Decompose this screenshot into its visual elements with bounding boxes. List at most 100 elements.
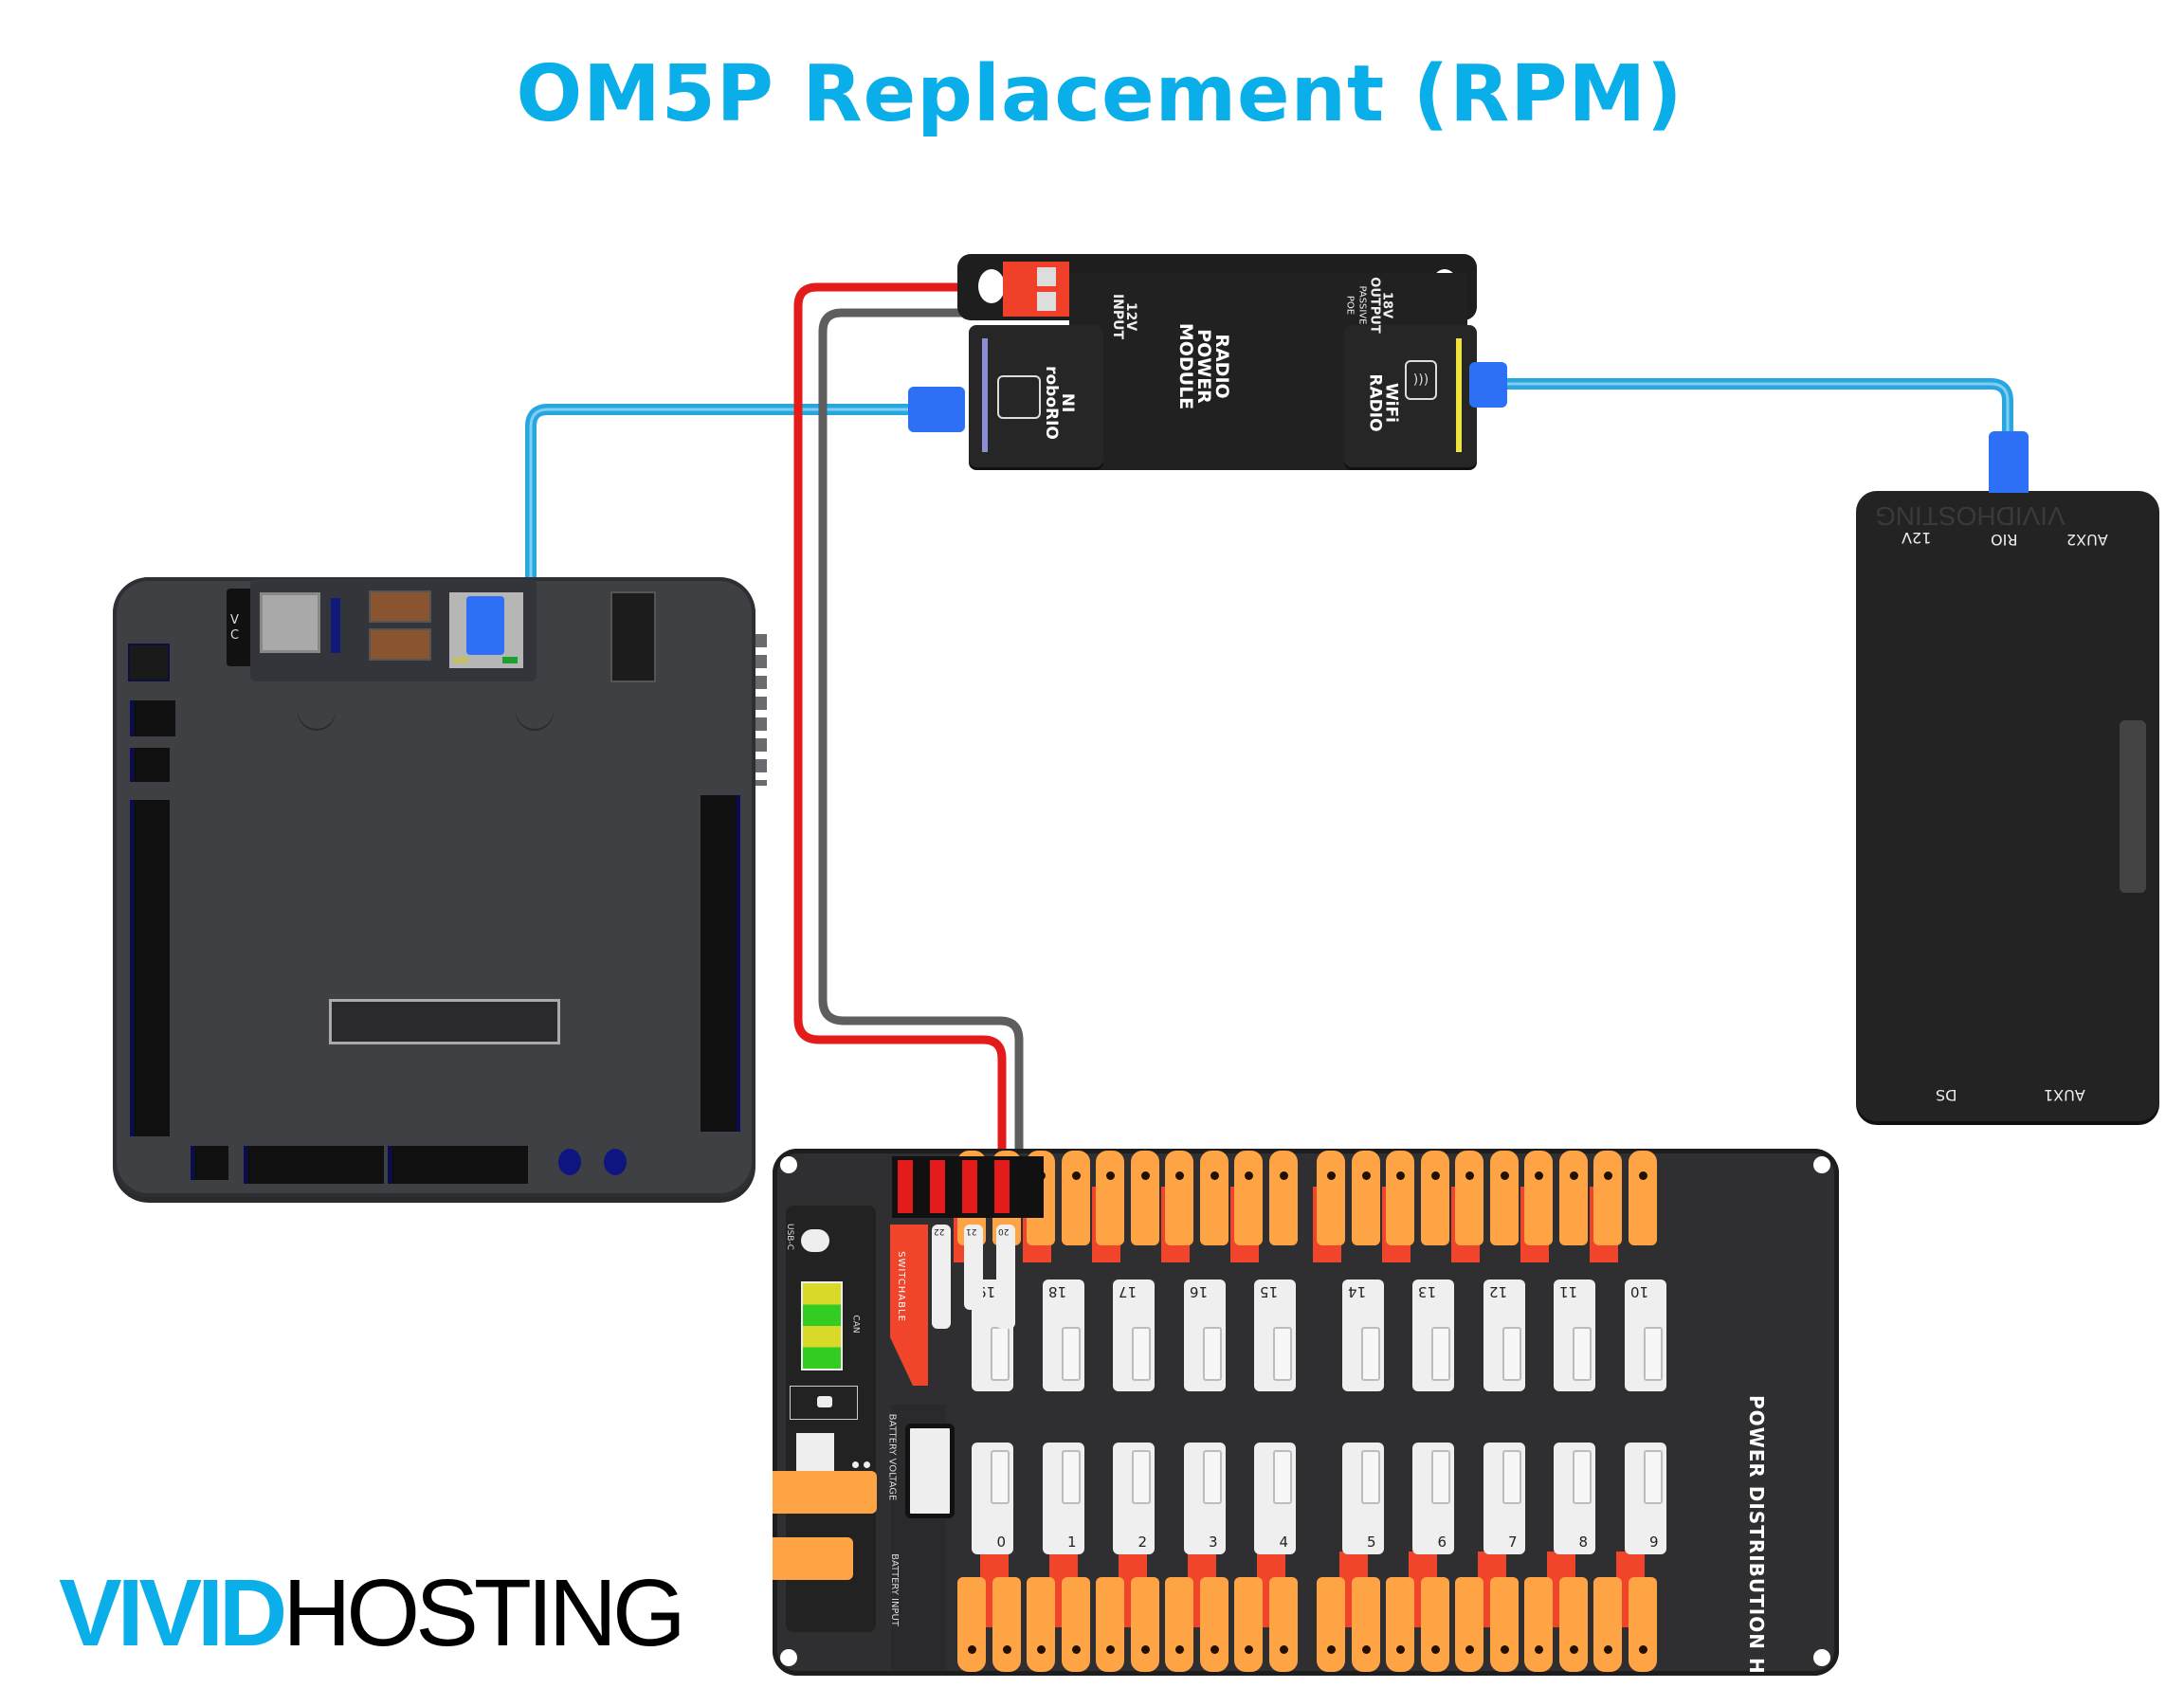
terminal-hole — [1037, 1645, 1046, 1654]
channel-label: 11 — [1559, 1283, 1578, 1300]
diagram-title: OM5P Replacement (RPM) — [516, 49, 1684, 139]
ethernet-port[interactable] — [449, 592, 523, 668]
wago-terminal[interactable] — [1386, 1577, 1414, 1672]
wago-terminal[interactable] — [1628, 1577, 1657, 1672]
wago-terminal[interactable] — [1317, 1151, 1345, 1245]
input-lever-plus[interactable] — [1037, 267, 1056, 286]
fuse-slot-12[interactable]: 12 — [1483, 1280, 1525, 1391]
radio-color-stripe — [1456, 338, 1462, 452]
wago-terminal[interactable] — [1455, 1151, 1483, 1245]
fuse-slot-21[interactable]: 21 — [964, 1225, 983, 1310]
reset-button[interactable] — [604, 1149, 627, 1175]
wago-terminal[interactable] — [1130, 1577, 1159, 1672]
wago-terminal[interactable] — [1268, 1577, 1298, 1672]
analog-header-a — [244, 1146, 384, 1184]
wago-terminal[interactable] — [1096, 1151, 1124, 1245]
battery-lever-positive[interactable] — [773, 1471, 877, 1514]
sd-slot[interactable] — [331, 598, 340, 653]
battery-voltage-label: BATTERY VOLTAGE — [886, 1413, 898, 1501]
fuse-slot-2[interactable]: 2 — [1113, 1443, 1155, 1554]
wago-terminal[interactable] — [1420, 1577, 1449, 1672]
led-yellow — [453, 657, 468, 663]
wago-terminal[interactable] — [1096, 1577, 1124, 1672]
ethernet-cable-rpm-to-radio — [1502, 378, 2013, 442]
wago-terminal[interactable] — [1524, 1151, 1553, 1245]
wago-terminal[interactable] — [1061, 1577, 1090, 1672]
fuse-slot-15[interactable]: 15 — [1254, 1280, 1296, 1391]
wago-terminal[interactable] — [1558, 1151, 1588, 1245]
input-connector[interactable] — [1003, 262, 1069, 317]
usb-a-port-2[interactable] — [369, 628, 431, 661]
radio-port-ds: DS — [1936, 1086, 1957, 1104]
port-roborio[interactable] — [969, 325, 1103, 467]
wago-terminal[interactable] — [1593, 1577, 1622, 1672]
fuse-slot-1[interactable]: 1 — [1042, 1443, 1084, 1554]
fuse-slot-3[interactable]: 3 — [1183, 1443, 1226, 1554]
wago-terminal[interactable] — [1061, 1151, 1090, 1245]
user-button[interactable] — [558, 1149, 581, 1175]
fuse-window — [1643, 1450, 1663, 1505]
fuse-slot-5[interactable]: 5 — [1341, 1443, 1384, 1554]
can-connector[interactable] — [801, 1281, 843, 1370]
wago-terminal[interactable] — [1593, 1151, 1622, 1245]
terminal-hole — [1106, 1645, 1115, 1654]
input-lever-minus[interactable] — [1037, 292, 1056, 311]
wago-terminal[interactable] — [1628, 1151, 1657, 1245]
fuse-slot-4[interactable]: 4 — [1254, 1443, 1296, 1554]
fuse-slot-16[interactable]: 16 — [1183, 1280, 1226, 1391]
wago-terminal[interactable] — [1199, 1577, 1228, 1672]
fuse-slot-8[interactable]: 8 — [1554, 1443, 1595, 1554]
wago-terminal[interactable] — [1317, 1577, 1345, 1672]
wago-terminal[interactable] — [1234, 1577, 1263, 1672]
channel-label: 21 — [966, 1226, 977, 1236]
fuse-slot-20[interactable]: 20 — [996, 1225, 1015, 1329]
fuse-slot-17[interactable]: 17 — [1113, 1280, 1155, 1391]
wago-terminal[interactable] — [1558, 1577, 1588, 1672]
usb-bay — [250, 579, 464, 681]
term-switch[interactable] — [790, 1386, 858, 1420]
wago-terminal[interactable] — [1165, 1151, 1193, 1245]
fuse-slot-7[interactable]: 7 — [1483, 1443, 1525, 1554]
fuse-slot-18[interactable]: 18 — [1042, 1280, 1084, 1391]
terminal-hole — [1465, 1171, 1474, 1180]
wago-terminal[interactable] — [1027, 1577, 1055, 1672]
wago-terminal[interactable] — [1234, 1151, 1263, 1245]
wago-terminal[interactable] — [1268, 1151, 1298, 1245]
terminal-hole — [1500, 1645, 1509, 1654]
terminal-hole — [1071, 1645, 1081, 1654]
channel-label: 6 — [1437, 1534, 1447, 1551]
wago-terminal[interactable] — [1351, 1151, 1380, 1245]
wago-terminal[interactable] — [957, 1577, 986, 1672]
fuse-slot-10[interactable]: 10 — [1624, 1280, 1666, 1391]
port-wifi-radio[interactable] — [1344, 325, 1477, 467]
terminal-hole — [1430, 1171, 1440, 1180]
fuse-slot-13[interactable]: 13 — [1412, 1280, 1454, 1391]
wago-terminal[interactable] — [1351, 1577, 1380, 1672]
wago-terminal[interactable] — [992, 1577, 1021, 1672]
roborio-controller: V C — [113, 577, 767, 1197]
wago-terminal[interactable] — [1524, 1577, 1553, 1672]
usb-c-port[interactable] — [801, 1229, 829, 1252]
wago-terminal[interactable] — [1489, 1151, 1519, 1245]
fuse-slot-9[interactable]: 9 — [1624, 1443, 1666, 1554]
fuse-slot-0[interactable]: 0 — [972, 1443, 1013, 1554]
battery-lever-negative[interactable] — [773, 1537, 853, 1580]
terminal-hole — [1210, 1171, 1219, 1180]
fuse-slot-22[interactable]: 22 — [932, 1225, 951, 1329]
wago-terminal[interactable] — [1420, 1151, 1449, 1245]
wago-terminal[interactable] — [1455, 1577, 1483, 1672]
wago-terminal[interactable] — [1199, 1151, 1228, 1245]
wago-terminal[interactable] — [1165, 1577, 1193, 1672]
switchable-label: SWITCHABLE — [895, 1251, 906, 1322]
wago-terminal[interactable] — [1130, 1151, 1159, 1245]
terminal-hole — [1327, 1645, 1336, 1654]
fuse-slot-14[interactable]: 14 — [1341, 1280, 1384, 1391]
wago-terminal[interactable] — [1386, 1151, 1414, 1245]
usb-b-port[interactable] — [260, 592, 320, 653]
usb-a-port-1[interactable] — [369, 590, 431, 623]
fuse-slot-11[interactable]: 11 — [1554, 1280, 1595, 1391]
radio-side-button[interactable] — [2120, 720, 2146, 893]
wago-terminal[interactable] — [1489, 1577, 1519, 1672]
fuse-window — [1431, 1450, 1450, 1505]
fuse-slot-6[interactable]: 6 — [1412, 1443, 1454, 1554]
